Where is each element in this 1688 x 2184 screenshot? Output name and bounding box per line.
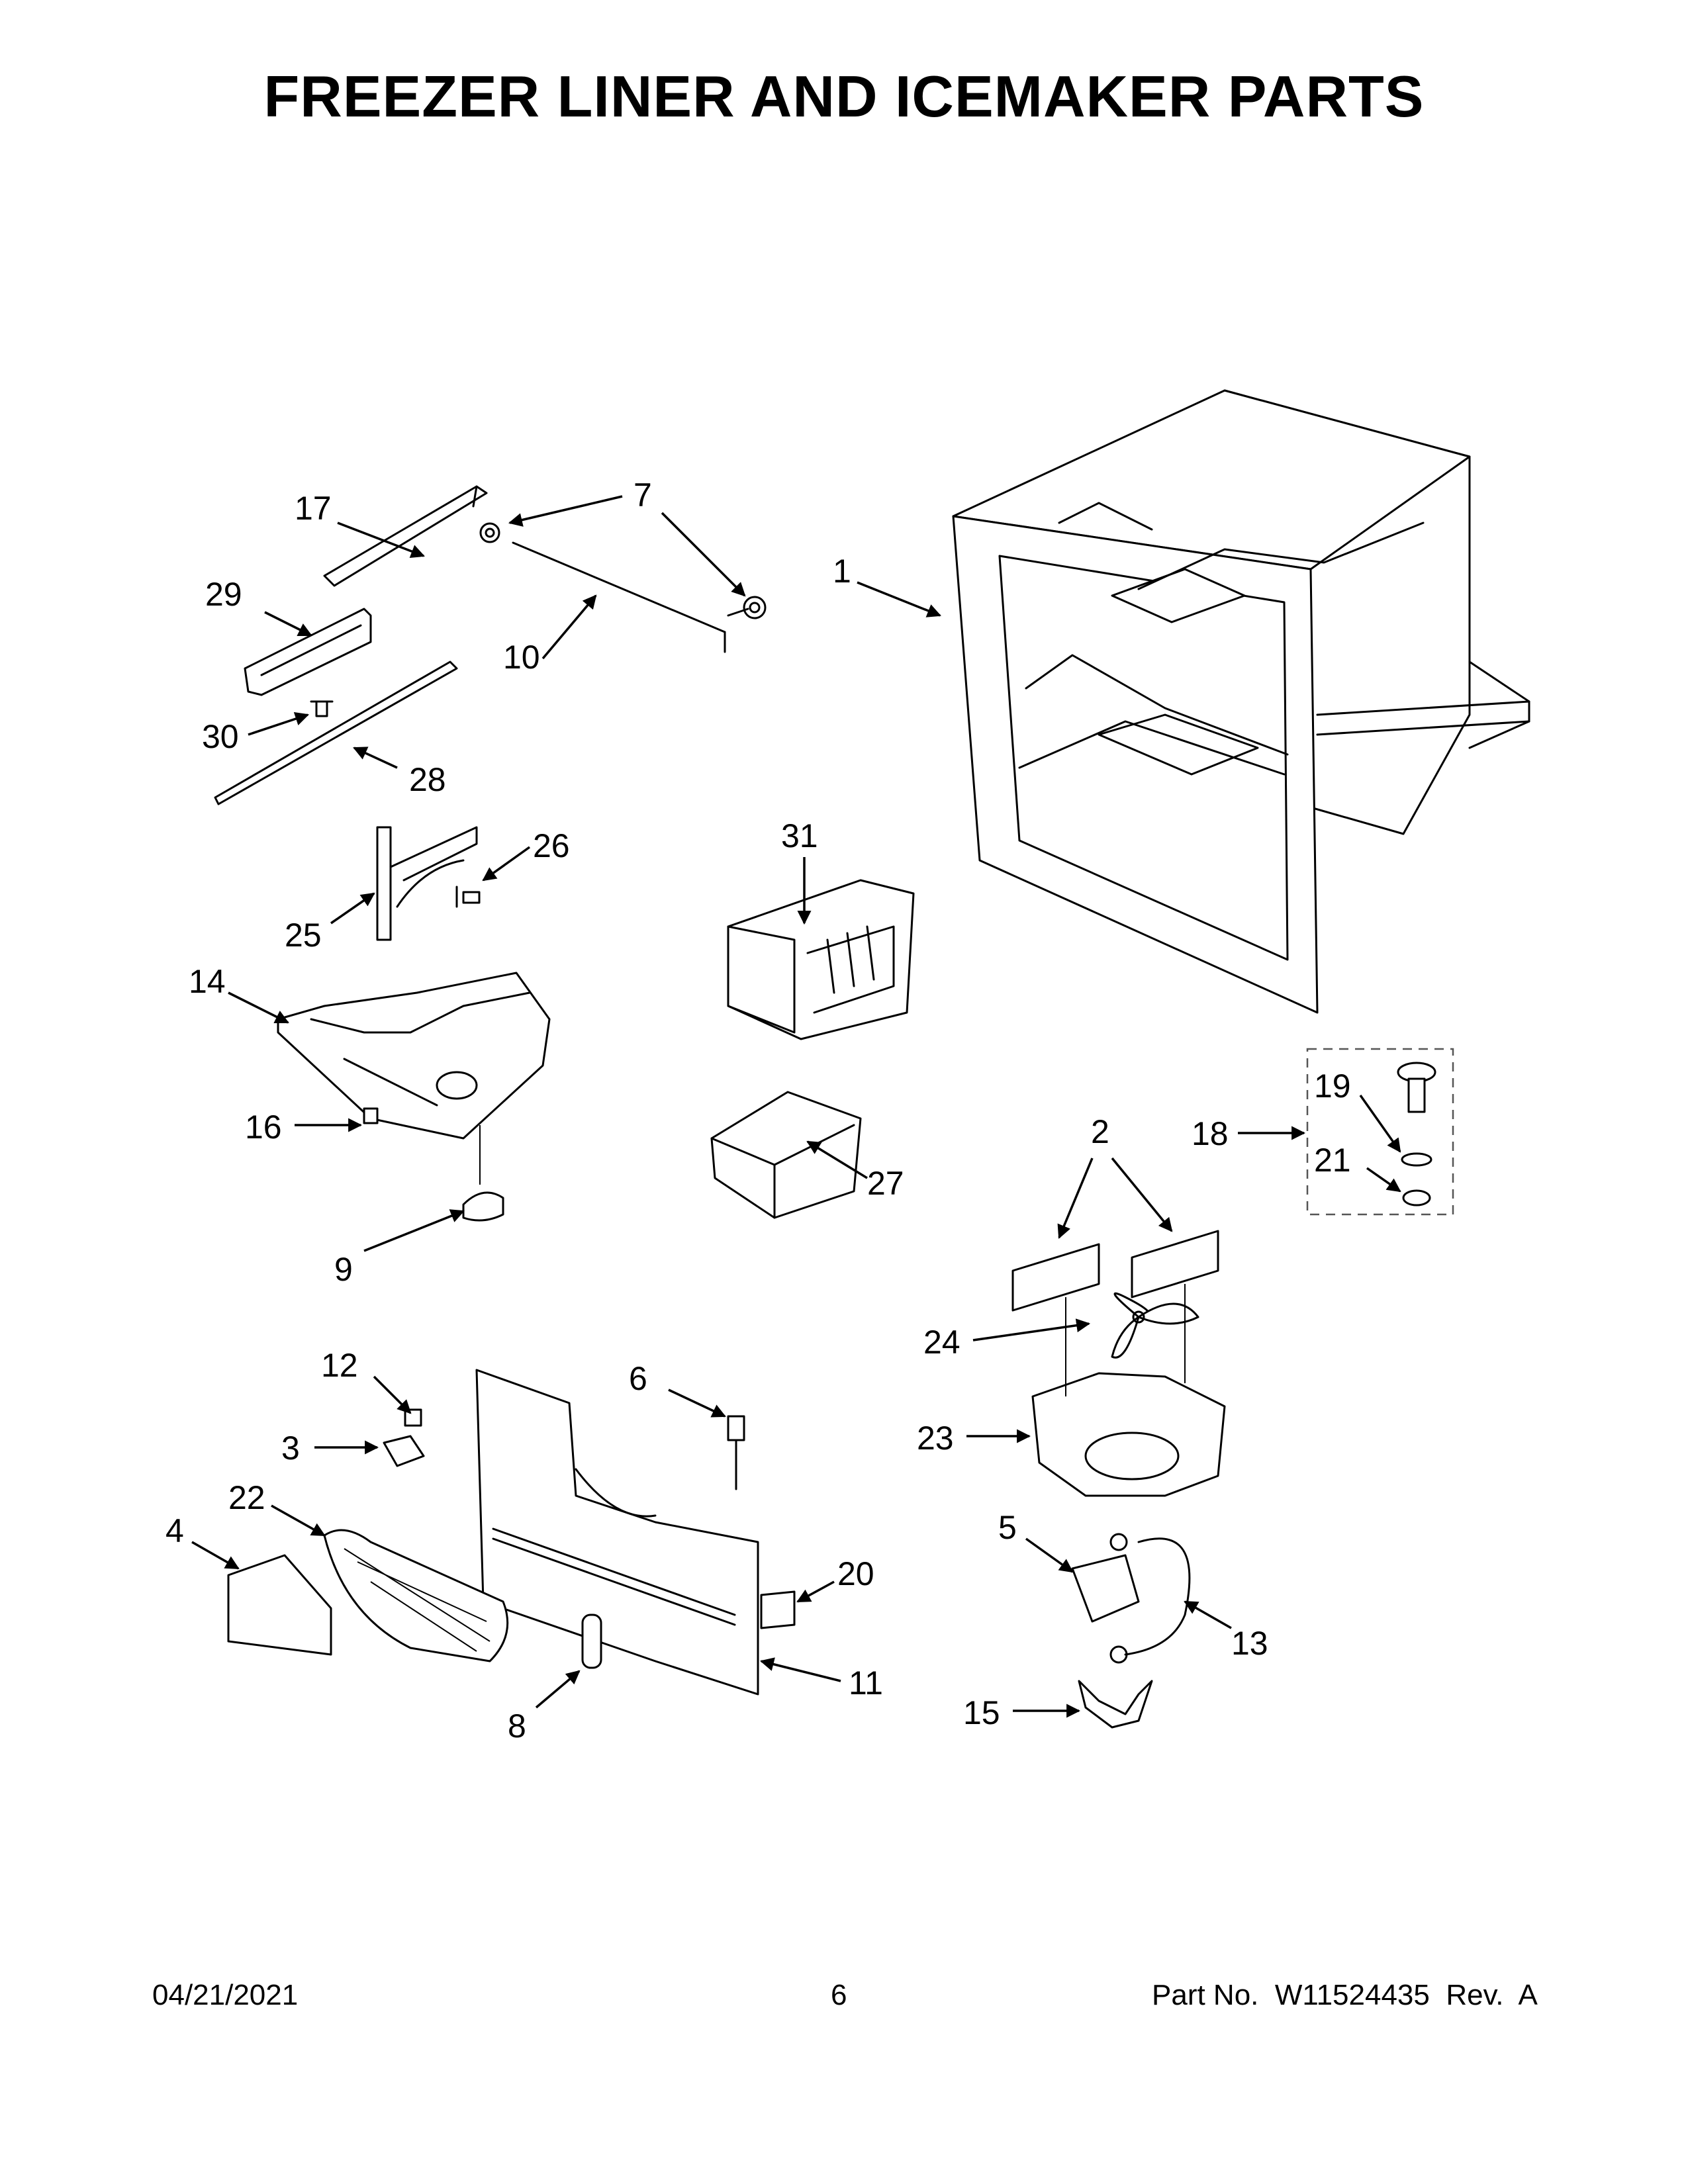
fastener-part — [383, 1408, 425, 1467]
callout-7: 7 — [633, 477, 652, 514]
callout-2: 2 — [1091, 1113, 1109, 1150]
fan-shroud-part — [1031, 1284, 1226, 1497]
freezer-liner-part — [952, 389, 1530, 1014]
callout-25: 25 — [285, 917, 322, 954]
callout-9: 9 — [334, 1251, 353, 1288]
callout-8: 8 — [508, 1707, 526, 1745]
vertical-bracket-part — [376, 826, 478, 941]
callout-26: 26 — [533, 827, 570, 864]
bracket-part — [244, 608, 372, 696]
clip-part — [363, 1107, 379, 1124]
rear-panel-part — [475, 1369, 759, 1696]
fan-blade-part — [1111, 1292, 1199, 1359]
cover-part — [227, 1554, 332, 1656]
callout-3: 3 — [281, 1430, 300, 1467]
grille-part — [323, 1529, 509, 1662]
callout-30: 30 — [202, 718, 239, 755]
gear-part — [479, 522, 767, 619]
callout-13: 13 — [1231, 1625, 1268, 1662]
screw-part — [310, 700, 334, 717]
knob-part — [462, 1125, 504, 1222]
footer-part-number: Part No. W11524435 Rev. A — [1152, 1979, 1538, 2011]
footer-page-number: 6 — [831, 1979, 847, 2011]
callout-1: 1 — [833, 553, 851, 590]
sensor-part — [727, 1415, 745, 1490]
callout-12: 12 — [321, 1347, 358, 1384]
callout-5: 5 — [998, 1509, 1017, 1546]
callout-22: 22 — [228, 1479, 265, 1516]
callout-28: 28 — [409, 761, 446, 798]
callout-21: 21 — [1314, 1142, 1351, 1179]
clip-part-8 — [581, 1614, 602, 1669]
footer-date: 04/21/2021 — [152, 1979, 299, 2011]
rail-part — [323, 485, 488, 587]
callout-27: 27 — [867, 1165, 904, 1202]
callout-10: 10 — [503, 639, 540, 676]
ice-bin-housing-part — [277, 972, 551, 1140]
shaft-part — [512, 541, 726, 653]
slide-part — [214, 660, 458, 805]
callout-11: 11 — [849, 1664, 883, 1702]
icemaker-part — [727, 879, 915, 1040]
callout-14: 14 — [189, 963, 226, 1000]
page-title: FREEZER LINER AND ICEMAKER PARTS — [263, 64, 1425, 129]
callout-29: 29 — [205, 576, 242, 613]
callout-24: 24 — [923, 1324, 961, 1361]
callout-6: 6 — [629, 1360, 647, 1397]
callout-16: 16 — [245, 1109, 282, 1146]
fan-motor-part — [1071, 1533, 1191, 1729]
callout-18: 18 — [1192, 1115, 1229, 1152]
callout-31: 31 — [781, 817, 818, 854]
callout-23: 23 — [917, 1420, 954, 1457]
callout-4: 4 — [165, 1512, 184, 1549]
callout-17: 17 — [295, 490, 332, 527]
water-fitting-part — [1306, 1048, 1454, 1216]
leader-lines — [191, 495, 1401, 1718]
callout-15: 15 — [963, 1694, 1000, 1731]
callout-20: 20 — [837, 1555, 874, 1592]
seal-part — [760, 1590, 796, 1629]
ice-bucket-part — [710, 1091, 862, 1219]
foam-block-part — [1011, 1230, 1219, 1312]
screw-part-26 — [455, 886, 481, 908]
callout-19: 19 — [1314, 1068, 1351, 1105]
